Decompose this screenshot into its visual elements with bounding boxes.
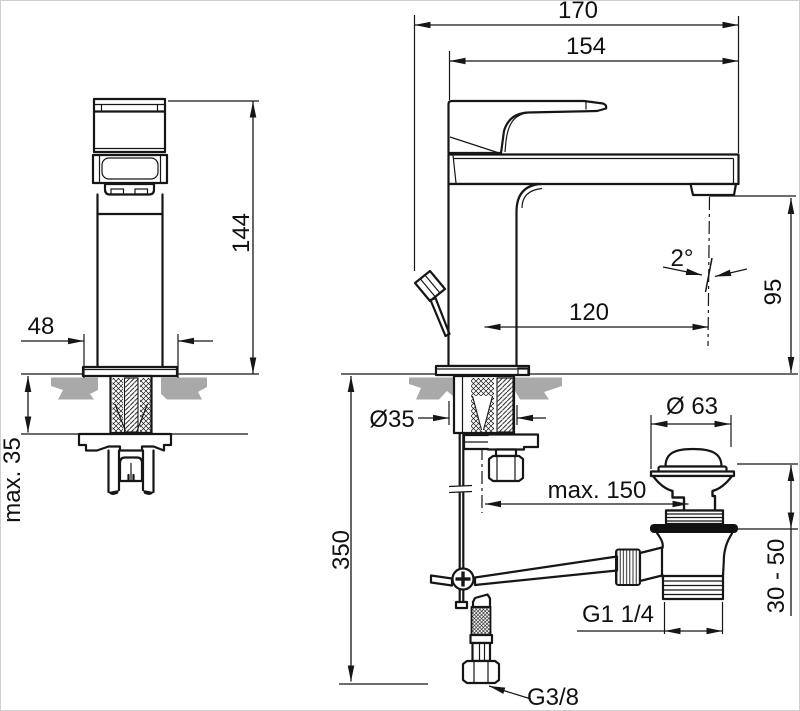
front-base-plate: [81, 365, 179, 378]
dimension-base-width-48: 48: [21, 313, 213, 378]
dimension-shank-dia-35: Ø35: [369, 401, 546, 433]
popup-rod-knob: [413, 269, 447, 303]
front-lever-slot: [101, 157, 159, 180]
counter-section-front-right: [161, 377, 207, 400]
popup-waste-assembly: [615, 447, 738, 601]
dimension-supply-length-350: 350: [328, 376, 428, 685]
front-threaded-rod: [123, 377, 139, 433]
dim-label-supply-thread: G3/8: [527, 684, 579, 711]
dim-label-base-width: 48: [28, 313, 55, 340]
linkage-left-arm: [429, 574, 454, 587]
side-body-column: [447, 182, 543, 368]
counter-section-side-right: [515, 377, 562, 400]
side-mounting-hardware: [429, 374, 619, 685]
side-base-plate: [434, 364, 531, 377]
waste-plug-knob: [664, 447, 723, 468]
supply-hose: [461, 593, 501, 685]
dimension-supply-thread-g38: G3/8: [488, 684, 579, 711]
g38-nut: [461, 659, 501, 685]
dimension-clamp-range-30-50: 30 - 50: [734, 463, 798, 616]
popup-rod-upper: [429, 296, 451, 338]
front-clamp-nut: [118, 456, 144, 483]
side-lever-handle: [447, 99, 608, 155]
dim-label-spout-center: 154: [566, 33, 606, 60]
dimension-waste-thread-g114: G1 1/4: [577, 601, 724, 635]
front-handle: [92, 97, 167, 154]
dimension-spout-center-154: 154: [448, 33, 739, 100]
dimension-body-height-144: 144: [168, 100, 259, 374]
dimension-spout-reach-120: 120: [484, 299, 709, 331]
dimension-outlet-height-95: 95: [709, 195, 796, 373]
dim-label-deck-max: max. 35: [1, 437, 26, 522]
dim-label-clamp-range: 30 - 50: [763, 539, 790, 614]
waste-arm-cone: [638, 546, 664, 583]
dimension-waste-dia-63: Ø 63: [650, 393, 732, 469]
counter-section-side-left: [409, 377, 457, 400]
front-view-faucet: [81, 97, 179, 378]
dimension-deck-max-35: max. 35: [1, 376, 248, 523]
side-mounting-plate: [462, 433, 540, 451]
waste-knurled-nut: [615, 548, 641, 586]
front-mounting-hardware: [77, 374, 173, 495]
dimension-overall-width-170: 170: [413, 1, 740, 271]
dim-label-outlet-height: 95: [760, 279, 787, 306]
dimension-stream-angle-2deg: 2°: [662, 245, 748, 278]
linkage-rod: [473, 555, 619, 587]
dim-label-stream-angle: 2°: [671, 245, 694, 272]
stream-angle-tick: [704, 257, 713, 293]
dim-label-shank-dia: Ø35: [369, 406, 414, 433]
side-view-faucet: [413, 99, 740, 513]
front-spout-outlet: [103, 182, 156, 196]
dim-label-waste-dia: Ø 63: [666, 393, 718, 420]
dimension-rod-max-150: max. 150: [485, 477, 689, 508]
countertop-front: [21, 373, 259, 400]
hose-connector-hex: [487, 454, 525, 483]
dim-label-overall-width: 170: [558, 1, 598, 24]
waste-gasket: [650, 524, 738, 533]
spout-aerator: [689, 182, 738, 197]
counter-section-front-left: [51, 377, 98, 400]
dim-label-rod-max: max. 150: [548, 477, 647, 504]
dim-label-waste-thread: G1 1/4: [582, 601, 654, 628]
dim-label-spout-reach: 120: [569, 299, 609, 326]
side-spout-arm: [447, 153, 740, 186]
dim-label-supply-length: 350: [328, 530, 355, 570]
waste-lower-thread: [661, 574, 725, 601]
front-mounting-plate: [77, 432, 173, 452]
countertop-side: [341, 373, 798, 400]
dim-label-body-height: 144: [228, 213, 255, 253]
